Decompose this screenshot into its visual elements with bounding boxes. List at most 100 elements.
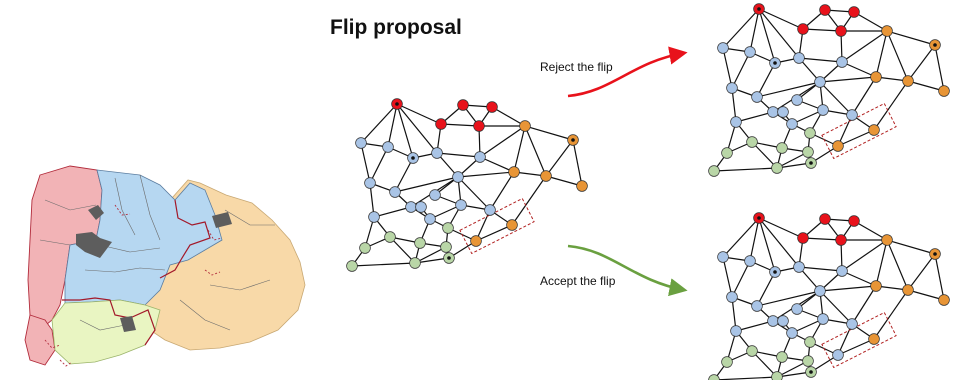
accept-label: Accept the flip (540, 274, 616, 288)
graph-edge (457, 176, 491, 211)
graph-node-red (819, 213, 831, 225)
graph-edge (387, 103, 398, 148)
graph-edge (837, 129, 875, 147)
graph-edge (886, 239, 936, 255)
graph-node-blue (389, 186, 401, 198)
graph-node-blue (817, 313, 829, 325)
graph-edge (749, 8, 760, 53)
graph-node-orange (902, 284, 914, 296)
graph-node-blue (368, 211, 380, 223)
graph-node-blue (832, 349, 844, 361)
graph-node-green (346, 260, 358, 272)
graph-node-red (435, 118, 447, 130)
graph-node-blue (364, 177, 376, 189)
graph-node-orange (881, 25, 893, 37)
node-center-dot (933, 252, 937, 256)
graph-edge (731, 51, 751, 89)
graph-edge (758, 217, 776, 273)
graph-edge (524, 125, 574, 141)
graph-node-green (802, 146, 814, 158)
graph-edge (758, 8, 804, 30)
accept-arrow (567, 244, 688, 297)
graph-node-blue (786, 118, 798, 130)
node-center-dot (757, 7, 761, 11)
graph-edge (907, 253, 936, 291)
graph-edge (875, 239, 888, 287)
graph-node-green (721, 356, 733, 368)
graph-node-blue (726, 82, 738, 94)
graph-edge (749, 217, 760, 262)
graph-edge (873, 289, 909, 340)
graph-edge (758, 217, 800, 268)
page-title: Flip proposal (330, 16, 462, 39)
graph-node-red (819, 4, 831, 16)
graph-edge (457, 171, 515, 178)
graph-node-red (835, 234, 847, 246)
graph-edge (907, 80, 945, 92)
graph-edge (396, 103, 442, 125)
graph-node-orange (868, 333, 880, 345)
graph-node-blue (452, 171, 464, 183)
graph-edge (396, 103, 414, 159)
graph-edge (907, 44, 936, 82)
graph-node-green (708, 165, 720, 177)
graph-edge (511, 175, 547, 226)
graph-edge (414, 246, 447, 264)
node-center-dot (809, 370, 813, 374)
graph-edge (819, 290, 853, 325)
graph-edge (776, 360, 809, 378)
graph-node-blue (726, 291, 738, 303)
graph-node-orange (870, 71, 882, 83)
graph-node-blue (846, 109, 858, 121)
map-internal-lines (39, 174, 275, 331)
graph-node-orange (506, 219, 518, 231)
graph-edge (751, 141, 778, 169)
graph-node-green (708, 374, 720, 380)
node-center-dot (773, 61, 777, 65)
graph-edge (396, 103, 438, 154)
map-region-green (51, 299, 161, 365)
graph-proposal (346, 98, 588, 272)
graph-node-blue (751, 91, 763, 103)
graph-node-green (384, 231, 396, 243)
graph-edge (713, 167, 778, 172)
graph-node-green (414, 237, 426, 249)
graph-node-orange (576, 180, 588, 192)
graph-edge (475, 224, 513, 242)
graph-node-green (721, 147, 733, 159)
graph-node-blue (846, 318, 858, 330)
graph-node-blue (730, 325, 742, 337)
graph-edge (351, 262, 416, 267)
graph-node-blue (793, 261, 805, 273)
graph-node-green (359, 242, 371, 254)
graph-edge (873, 80, 909, 131)
graph-node-blue (415, 201, 427, 213)
graph-node-green (746, 345, 758, 357)
district-map (24, 165, 306, 367)
graph-node-blue (484, 204, 496, 216)
graph-node-blue (744, 255, 756, 267)
graph-edge (853, 220, 888, 241)
graph-edge (524, 125, 547, 177)
graph-node-orange (508, 166, 520, 178)
graph-node-blue (836, 56, 848, 68)
node-center-dot (571, 138, 575, 142)
graph-edge (722, 47, 733, 89)
graph-node-blue (836, 265, 848, 277)
graph-node-blue (429, 189, 441, 201)
graph-node-blue (814, 285, 826, 297)
graph-edge (722, 256, 733, 298)
graph-edge (853, 11, 888, 32)
graph-edge (934, 253, 945, 301)
graph-node-orange (540, 170, 552, 182)
graph-edge (819, 285, 877, 292)
graph-edge (360, 103, 398, 144)
graph-edge (360, 142, 371, 184)
graph-accepted (708, 212, 950, 380)
graph-node-red (473, 120, 485, 132)
graph-rejected (708, 3, 950, 177)
graph-node-blue (717, 42, 729, 54)
graph-edge (756, 290, 821, 307)
node-center-dot (411, 156, 415, 160)
node-center-dot (447, 256, 451, 260)
